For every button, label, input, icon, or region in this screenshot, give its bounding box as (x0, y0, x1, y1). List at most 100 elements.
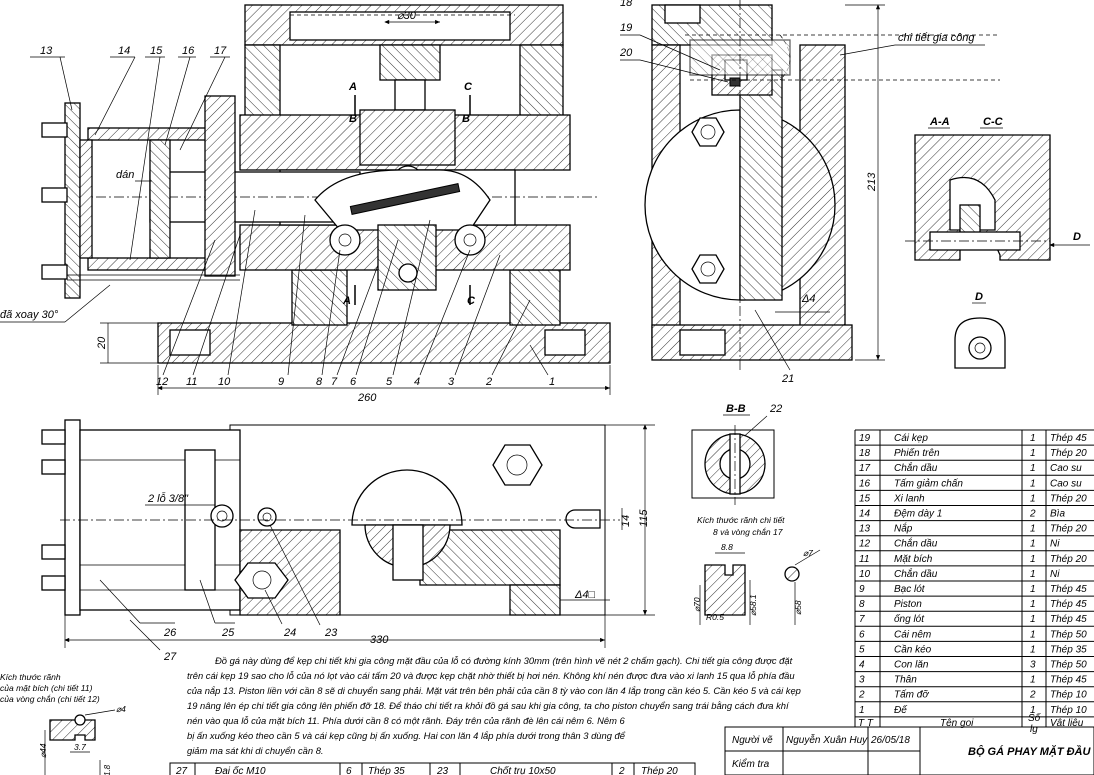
dim-14: 14 (620, 515, 632, 527)
svg-text:2: 2 (485, 376, 492, 388)
parts-row-qty: 1 (1030, 539, 1036, 550)
side-nuts (691, 117, 725, 284)
svg-text:R0.5: R0.5 (706, 612, 724, 622)
parts-row-name: Đệm dày 1 (894, 509, 942, 520)
parts-row-material: Thép 35 (1050, 644, 1087, 655)
parts-header-qty: Số (1028, 712, 1042, 724)
svg-text:24: 24 (283, 627, 296, 639)
parts-row-material: Thép 20 (1050, 554, 1087, 565)
side-view: 213 chi tiết gia công 18 19 20 21 Δ4 (619, 0, 1000, 385)
svg-text:7: 7 (331, 376, 338, 388)
parts-row-material: Ni (1050, 569, 1060, 580)
svg-text:⌀44: ⌀44 (38, 743, 48, 758)
parts-row-name: Xi lanh (893, 493, 925, 504)
parts-row-name: ống lót (894, 613, 925, 625)
svg-text:Thép 20: Thép 20 (641, 766, 678, 775)
parts-row-material: Cao su (1050, 463, 1082, 474)
parts-row-no: 5 (859, 644, 865, 655)
svg-text:⌀4: ⌀4 (116, 704, 126, 714)
drawing-title: BỘ GÁ PHAY MẶT ĐẦU (968, 745, 1091, 758)
svg-text:3: 3 (448, 376, 455, 388)
svg-text:12: 12 (156, 376, 168, 388)
svg-text:1.8: 1.8 (103, 764, 112, 775)
svg-text:D: D (975, 291, 983, 303)
svg-text:Đai ốc M10: Đai ốc M10 (215, 765, 266, 775)
support-right (509, 269, 561, 326)
parts-row-name: Phiến trên (894, 447, 940, 459)
svg-text:17: 17 (214, 45, 227, 57)
description-text: Đồ gá này dùng để kẹp chi tiết khi gia c… (187, 655, 801, 756)
dim-213: 213 (866, 172, 878, 192)
parts-row-name: Thân (894, 675, 917, 686)
parts-list-bottom-rows: 27 Đai ốc M10 6 Thép 35 23 Chốt trụ 10x5… (169, 762, 696, 775)
parts-row-no: 10 (859, 569, 871, 580)
svg-text:Thép 35: Thép 35 (368, 766, 405, 775)
parts-row-name: Chắn dầu (894, 537, 938, 550)
parts-row-qty: 1 (1030, 524, 1036, 535)
svg-text:A-A: A-A (929, 116, 950, 128)
parts-row-name: Cần kéo (894, 643, 932, 655)
parts-row-no: 4 (859, 660, 865, 671)
parts-row-no: 7 (859, 614, 865, 625)
section-bb: B-B 22 (691, 403, 782, 505)
parts-row-name: Bạc lót (894, 584, 926, 595)
parts-row-qty: 1 (1030, 614, 1036, 625)
parts-row-name: Cái nêm (894, 629, 931, 640)
svg-text:Kích thước rãnh chi tiết: Kích thước rãnh chi tiết (697, 515, 785, 525)
support-left (291, 269, 348, 326)
parts-row-qty: 1 (1030, 629, 1036, 640)
dim-260: 260 (357, 392, 377, 404)
svg-text:1: 1 (549, 376, 555, 388)
svg-text:26: 26 (163, 627, 177, 639)
parts-row-no: 8 (859, 599, 865, 610)
parts-header-qty-2: lg (1030, 724, 1038, 735)
svg-text:Kích thước rãnh: Kích thước rãnh (0, 672, 61, 682)
dim-330: 330 (370, 634, 389, 646)
parts-row-name: Tấm giảm chấn (894, 477, 963, 489)
parts-row-qty: 1 (1030, 463, 1036, 474)
parts-row-no: 2 (858, 690, 865, 701)
svg-text:11: 11 (186, 376, 197, 388)
parts-row-name: Đế (894, 704, 908, 716)
svg-text:B-B: B-B (726, 403, 746, 415)
parts-row-qty: 2 (1029, 690, 1036, 701)
section-mark-b-right: B (462, 113, 470, 125)
dim-d30: ⌀30 (397, 10, 417, 22)
svg-text:5: 5 (386, 376, 393, 388)
front-view: A C B B A C ⌀30 dán đã xoay 30° 20 260 1… (0, 4, 611, 404)
parts-row-material: Thép 20 (1050, 524, 1087, 535)
svg-text:25: 25 (221, 627, 235, 639)
title-block: Người vẽ Nguyễn Xuân Huy 26/05/18 Kiểm t… (724, 726, 1094, 775)
parts-row-no: 12 (859, 539, 871, 550)
callout-18: 18 (620, 0, 633, 9)
parts-row-name: Con lăn (894, 660, 929, 671)
parts-row-no: 13 (859, 524, 871, 535)
svg-text:⌀70: ⌀70 (692, 597, 702, 612)
parts-row-material: Ni (1050, 539, 1060, 550)
svg-text:bị ấn xuống kéo theo cần 5 và: bị ấn xuống kéo theo cần 5 và cái kẹp cũ… (187, 730, 626, 741)
section-mark-a-bottom: A (342, 295, 351, 307)
svg-text:của nắp 13. Piston liền với cầ: của nắp 13. Piston liền với cần 8 sẽ di … (187, 685, 801, 696)
parts-row-material: Thép 50 (1050, 660, 1087, 671)
svg-text:16: 16 (182, 45, 195, 57)
parts-row-qty: 1 (1030, 448, 1036, 459)
svg-text:của vòng chắn (chi tiết 12): của vòng chắn (chi tiết 12) (0, 694, 100, 704)
svg-text:⌀58.1: ⌀58.1 (748, 594, 758, 616)
d-arrow-label: D (1073, 231, 1081, 243)
svg-text:nén vào qua lỗ của mặt bích 11: nén vào qua lỗ của mặt bích 11. Phía dướ… (187, 715, 626, 726)
label-workpiece: chi tiết gia công (898, 32, 975, 44)
svg-text:10: 10 (218, 376, 231, 388)
dim-20: 20 (96, 336, 108, 350)
parts-row-material: Thép 45 (1050, 675, 1087, 686)
groove-detail: Kích thước rãnh chi tiết 8 và vòng chắn … (692, 515, 821, 625)
parts-row-no: 6 (859, 629, 865, 640)
svg-text:3.7: 3.7 (74, 742, 86, 752)
bb-callout: 22 (769, 403, 782, 415)
parts-row-qty: 3 (1030, 660, 1036, 671)
top-callouts: 13 14 15 16 17 (30, 45, 230, 261)
svg-text:15: 15 (150, 45, 163, 57)
svg-text:4: 4 (414, 376, 420, 388)
section-mark-c-bottom: C (467, 295, 476, 307)
